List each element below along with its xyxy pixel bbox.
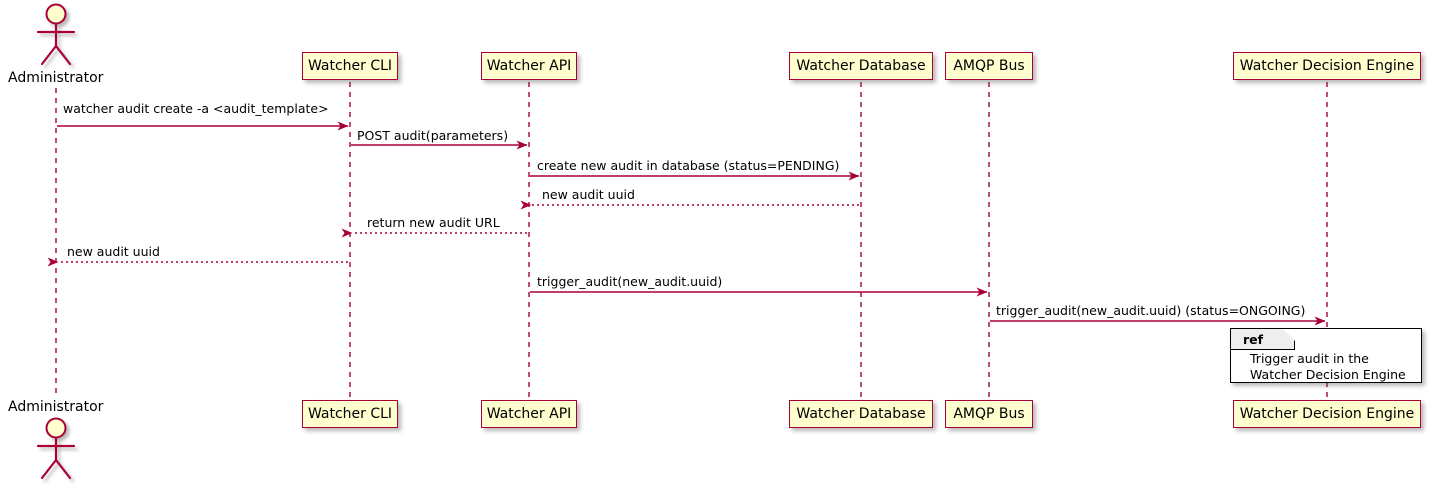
actor-figure-top: [36, 3, 76, 66]
participant-label: Watcher Decision Engine: [1239, 58, 1415, 74]
participant-label: Watcher CLI: [307, 406, 393, 422]
ref-fragment-tab-label: ref: [1243, 332, 1264, 347]
participant-label: Watcher Database: [796, 406, 926, 422]
participant-box-watcher-decision-engine-bottom[interactable]: Watcher Decision Engine: [1233, 400, 1421, 428]
participant-box-watcher-api-top[interactable]: Watcher API: [481, 52, 577, 80]
participant-label: Watcher CLI: [307, 58, 393, 74]
actor-label-top: Administrator: [8, 70, 104, 86]
lifelines: [55, 82, 1328, 400]
participant-label: AMQP Bus: [953, 58, 1025, 74]
message-label-6: new audit uuid: [67, 244, 160, 259]
message-label-8: trigger_audit(new_audit.uuid) (status=ON…: [996, 303, 1306, 318]
actor-figure-bottom: [36, 417, 76, 480]
actor-label-bottom: Administrator: [8, 399, 104, 415]
participant-label: AMQP Bus: [953, 406, 1025, 422]
participant-label: Watcher API: [486, 406, 572, 422]
participant-box-amqp-bus-bottom[interactable]: AMQP Bus: [945, 400, 1033, 428]
participant-box-watcher-cli-bottom[interactable]: Watcher CLI: [302, 400, 398, 428]
participant-box-watcher-database-top[interactable]: Watcher Database: [789, 52, 933, 80]
ref-fragment-line-1: Trigger audit in the: [1250, 351, 1369, 366]
participant-box-watcher-cli-top[interactable]: Watcher CLI: [302, 52, 398, 80]
participant-box-amqp-bus-top[interactable]: AMQP Bus: [945, 52, 1033, 80]
message-arrows: [47, 121, 1326, 326]
ref-fragment-line-2: Watcher Decision Engine: [1250, 367, 1406, 382]
participant-label: Watcher API: [486, 58, 572, 74]
ref-fragment: ref Trigger audit in the Watcher Decisio…: [1230, 328, 1422, 383]
message-label-7: trigger_audit(new_audit.uuid): [537, 274, 723, 289]
participant-box-watcher-decision-engine-top[interactable]: Watcher Decision Engine: [1233, 52, 1421, 80]
message-label-4: new audit uuid: [542, 187, 635, 202]
message-label-1: watcher audit create -a <audit_template>: [63, 101, 329, 116]
participant-label: Watcher Database: [796, 58, 926, 74]
participant-label: Watcher Decision Engine: [1239, 406, 1415, 422]
message-label-5: return new audit URL: [367, 215, 500, 230]
participant-box-watcher-api-bottom[interactable]: Watcher API: [481, 400, 577, 428]
participant-box-watcher-database-bottom[interactable]: Watcher Database: [789, 400, 933, 428]
message-label-3: create new audit in database (status=PEN…: [537, 158, 840, 173]
message-label-2: POST audit(parameters): [357, 128, 509, 143]
